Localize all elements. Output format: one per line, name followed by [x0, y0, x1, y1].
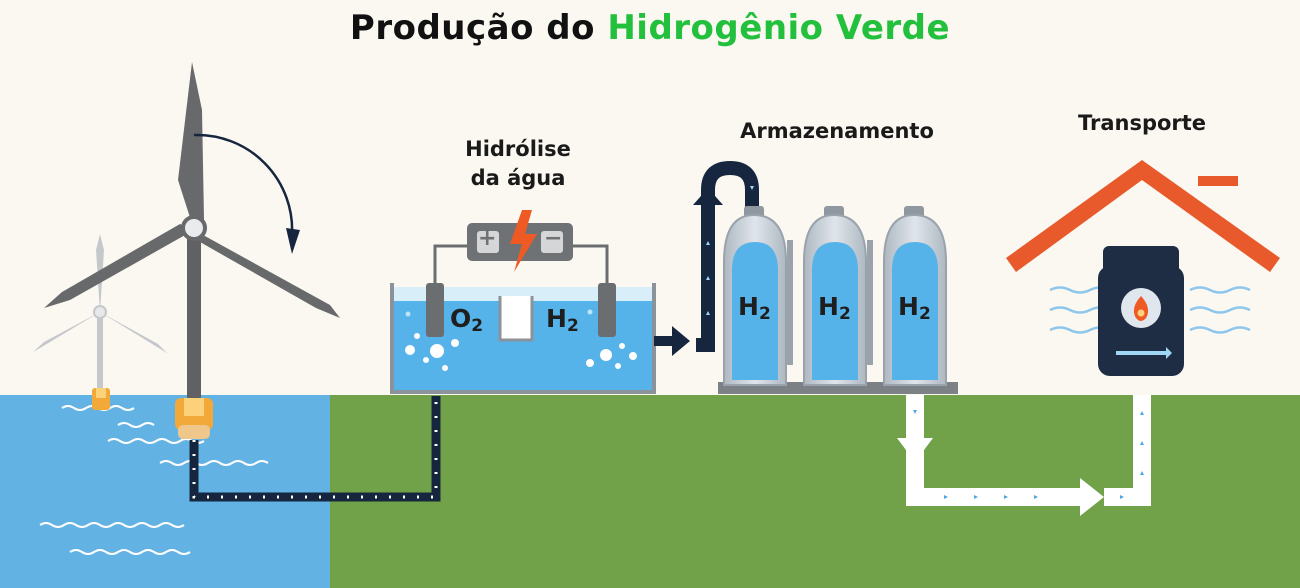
sea-waves — [39, 405, 269, 555]
title-highlight: Hidrogênio Verde — [607, 8, 951, 48]
tank-2-label: H2 — [818, 292, 851, 324]
storage-tanks — [718, 206, 958, 394]
tank-3-label: H2 — [898, 292, 931, 324]
electrolysis-label: Hidrólise da água — [448, 135, 588, 193]
flame-icon — [1133, 296, 1149, 321]
hydrogen-canister — [1098, 246, 1184, 376]
transport-label: Transporte — [1077, 111, 1207, 135]
battery-plus: + — [478, 226, 497, 251]
wind-turbine-icon — [44, 62, 340, 439]
sea — [0, 395, 330, 588]
wind-turbine-small-icon — [33, 234, 168, 410]
electrolysis-label-line1: Hidrólise — [465, 137, 571, 161]
lightning-bolt-icon — [510, 210, 537, 272]
page-title: Produção do Hidrogênio Verde — [0, 8, 1300, 48]
bubbles — [405, 309, 637, 371]
delivery-pipe — [897, 395, 1151, 516]
electrolysis-label-line2: da água — [470, 166, 566, 190]
hydrogen-tank-icon — [803, 206, 867, 386]
hydrogen-tank-icon — [723, 206, 787, 386]
land — [330, 395, 1300, 588]
hydrogen-label: H2 — [546, 304, 579, 336]
storage-label: Armazenamento — [740, 119, 934, 143]
hydrogen-pipe — [654, 160, 759, 356]
house-icon — [1006, 160, 1280, 272]
hydrogen-tank-icon — [883, 206, 947, 386]
battery-icon — [467, 210, 573, 272]
oxygen-label: O2 — [450, 304, 484, 336]
tank-1-label: H2 — [738, 292, 771, 324]
electrolysis-tank — [390, 244, 656, 394]
battery-minus: − — [544, 226, 563, 251]
rotation-arrow — [193, 133, 294, 236]
title-prefix: Produção do — [349, 8, 595, 48]
power-cable — [189, 396, 441, 502]
